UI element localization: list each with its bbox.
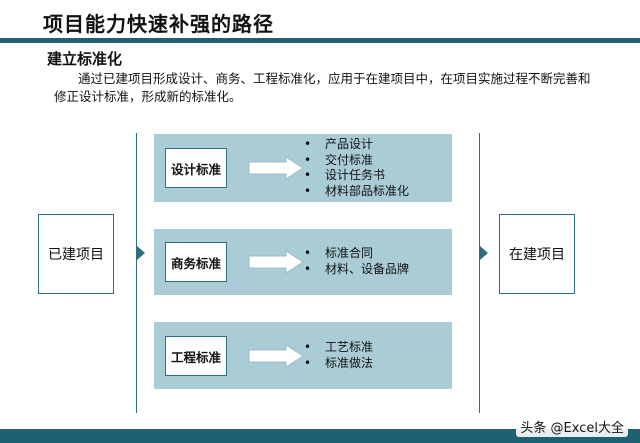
panel-label-box: 设计标准: [165, 148, 227, 188]
bullet-icon: •: [304, 152, 312, 167]
target-box-label: 在建项目: [509, 247, 565, 263]
bullet-icon: •: [304, 340, 312, 354]
bullet-icon: •: [304, 355, 312, 370]
panel-design-standard: 设计标准 •产品设计 •交付标准 •设计任务书 •材料部品标准化: [154, 134, 452, 202]
bullet-icon: •: [304, 137, 312, 151]
panel-item-list: •产品设计 •交付标准 •设计任务书 •材料部品标准化: [304, 137, 409, 199]
panel-item-list: •工艺标准 •标准做法: [304, 340, 373, 371]
bullet-icon: •: [304, 261, 312, 276]
panel-engineering-standard: 工程标准 •工艺标准 •标准做法: [154, 322, 452, 389]
panel-label: 设计标准: [170, 161, 221, 177]
footer-bar: [0, 429, 640, 443]
panel-label: 工程标准: [170, 349, 221, 365]
source-box-label: 已建项目: [48, 247, 104, 263]
right-arrow-icon: [248, 250, 304, 274]
list-item: •产品设计: [304, 137, 374, 151]
list-item: •材料部品标准化: [304, 183, 410, 198]
section-subtitle: 建立标准化: [47, 50, 123, 68]
list-item: •材料、设备品牌: [304, 261, 410, 276]
list-item: •工艺标准: [304, 340, 374, 354]
list-item: •交付标准: [304, 152, 374, 167]
watermark: 头条 @Excel大全: [516, 416, 628, 437]
panel-label: 商务标准: [170, 255, 221, 271]
page-title: 项目能力快速补强的路径: [43, 12, 274, 36]
bullet-icon: •: [304, 183, 312, 198]
left-pointer-icon: [137, 246, 145, 260]
source-box: 已建项目: [38, 214, 114, 294]
target-box: 在建项目: [499, 214, 575, 294]
panel-business-standard: 商务标准 •标准合同 •材料、设备品牌: [154, 229, 452, 295]
bullet-icon: •: [304, 246, 312, 260]
list-item: •标准合同: [304, 246, 374, 260]
right-pointer-icon: [480, 246, 488, 260]
panel-label-box: 商务标准: [165, 242, 227, 282]
list-item: •设计任务书: [304, 168, 386, 182]
bullet-icon: •: [304, 168, 312, 182]
right-bracket-line: [479, 133, 480, 413]
panel-item-list: •标准合同 •材料、设备品牌: [304, 246, 409, 277]
left-bracket-line: [136, 133, 137, 413]
description-paragraph: 通过已建项目形成设计、商务、工程标准化，应用于在建项目中，在项目实施过程不断完善…: [54, 71, 591, 104]
right-arrow-icon: [248, 344, 304, 368]
title-underline-bar: [0, 38, 640, 43]
panel-label-box: 工程标准: [165, 336, 227, 376]
list-item: •标准做法: [304, 355, 374, 370]
right-arrow-icon: [248, 156, 304, 180]
